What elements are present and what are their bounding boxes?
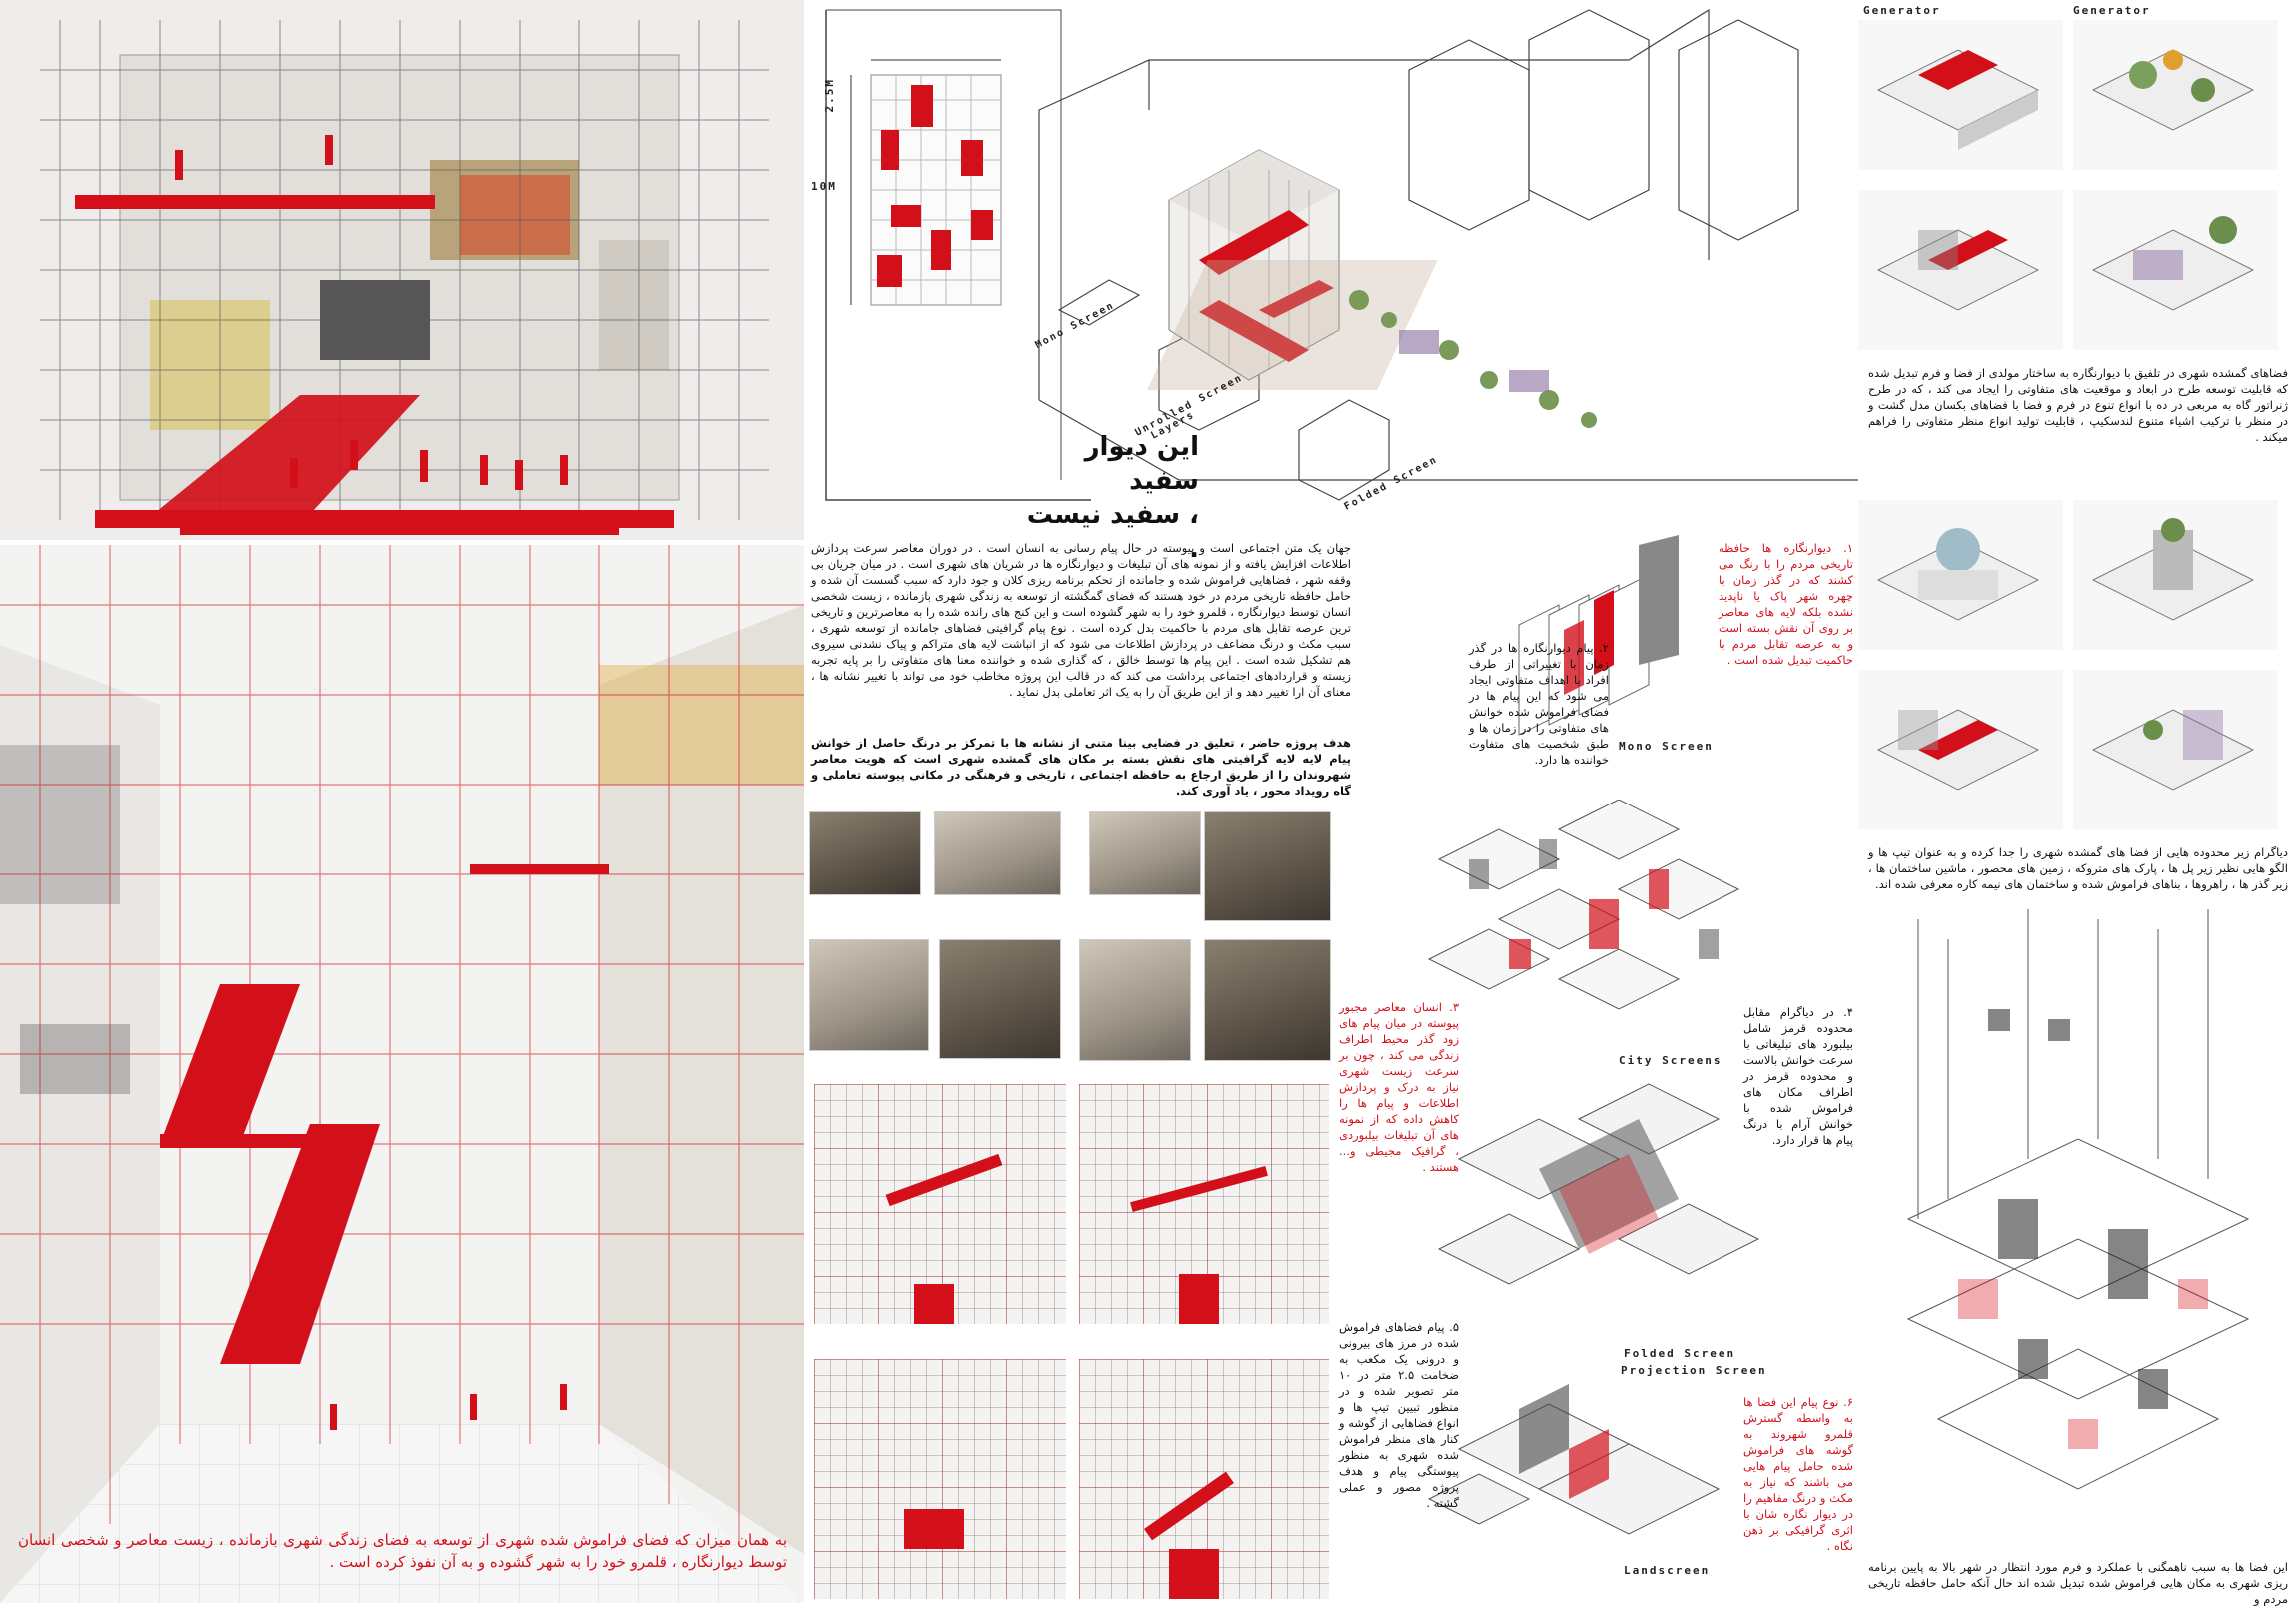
- landscreen-iso: [1427, 1384, 1721, 1535]
- right-middle-text: دیاگرام زیر محدوده هایی از فضا های گمشده…: [1868, 845, 2288, 891]
- right-upper-text: فضاهای گمشده شهری در تلفیق با دیوارنگاره…: [1868, 366, 2288, 444]
- note5-text: ۵. پیام فضاهای فراموش شده در مرز های بیر…: [1339, 1320, 1459, 1510]
- photo-5: [809, 939, 929, 1051]
- note4-text: ۴. در دیاگرام مقابل محدوده قرمز شامل بیل…: [1743, 1005, 1853, 1147]
- main-intro-text: جهان یک متن اجتماعی است و پیوسته در حال …: [811, 541, 1351, 699]
- render-small-4: [1079, 1359, 1329, 1599]
- photo-8: [1204, 939, 1331, 1061]
- note6-text: ۶. نوع پیام این فضا ها به واسطه گسترش قل…: [1743, 1395, 1853, 1553]
- label-city-screens: City Screens: [1619, 1054, 1722, 1067]
- isometric-site-drawing: [1038, 8, 1858, 501]
- photo-6: [939, 939, 1061, 1059]
- render-scaffold-exterior: [0, 0, 804, 540]
- generator-tile-1: [1858, 20, 2063, 170]
- scaffold-interior-illustration: [0, 545, 804, 1603]
- generator-tile-8: [2073, 670, 2278, 829]
- label-generator-left: Generator: [1863, 4, 1941, 17]
- plan-diagram: 2.5M 10M: [811, 0, 1111, 530]
- city-iso-tower: [1878, 899, 2278, 1539]
- caption-bottom-left: به همان میزان که فضای فراموش شده شهری از…: [18, 1531, 787, 1571]
- generator-tile-2: [2073, 20, 2278, 170]
- photo-1: [809, 811, 921, 895]
- label-landscreen: Landscreen: [1624, 1564, 1711, 1577]
- section-plan-drawing: [825, 9, 1091, 501]
- isometric-site: Mono Screen Unrolled Screen Layers Folde…: [1029, 0, 1858, 520]
- note2-text: ۲. پیام دیوارنگاره ها در گذر زمان با تغی…: [1469, 641, 1609, 767]
- note3-text: ۳. انسان معاصر مجبور پیوسته در میان پیام…: [1339, 1000, 1459, 1174]
- note1-text: ۱. دیوارنگاره ها حافظه تاریخی مردم را با…: [1719, 541, 1853, 667]
- label-mono-screen: Mono Screen: [1619, 740, 1714, 753]
- generator-tile-3: [1858, 190, 2063, 350]
- city-screens-diagram: [1409, 800, 1768, 1049]
- render-scaffold-interior: به همان میزان که فضای فراموش شده شهری از…: [0, 545, 804, 1603]
- dim-height-label: 10M: [811, 180, 837, 193]
- city-screens-iso: [1427, 800, 1740, 1010]
- photo-2: [934, 811, 1061, 895]
- label-projection-screen: Projection Screen: [1621, 1364, 1767, 1377]
- photo-4: [1204, 811, 1331, 921]
- headline-line2: ، سفید نیست .: [1026, 500, 1199, 564]
- dim-width-label: 2.5M: [823, 78, 836, 113]
- right-bottom-text: این فضا ها به سبب ناهمگنی با عملکرد و فر…: [1868, 1560, 2288, 1606]
- headline: این دیوار سفید ، سفید نیست .: [1009, 430, 1199, 566]
- main-goal-text: هدف پروژه حاضر ، تعلیق در فضایی بینا متن…: [811, 736, 1351, 798]
- headline-line1: این دیوار سفید: [1084, 432, 1199, 496]
- render-small-2: [1079, 1084, 1329, 1324]
- generator-tile-4: [2073, 190, 2278, 350]
- render-small-1: [814, 1084, 1066, 1324]
- folded-screen-iso: [1437, 1083, 1760, 1285]
- landscreen-diagram: [1419, 1379, 1738, 1559]
- scaffold-exterior-illustration: [0, 0, 804, 540]
- mono-screen-diagram: [1499, 535, 1738, 750]
- render-small-3: [814, 1359, 1066, 1599]
- folded-screen-diagram: [1419, 1079, 1768, 1339]
- generator-tile-6: [2073, 500, 2278, 650]
- label-folded-screen: Folded Screen: [1624, 1347, 1736, 1360]
- photo-3: [1089, 811, 1201, 895]
- tower-iso-drawing: [1906, 909, 2250, 1490]
- generator-tile-5: [1858, 500, 2063, 650]
- generator-tile-7: [1858, 670, 2063, 829]
- mono-screen-layers: [1518, 535, 1679, 736]
- label-generator-right: Generator: [2073, 4, 2151, 17]
- photo-7: [1079, 939, 1191, 1061]
